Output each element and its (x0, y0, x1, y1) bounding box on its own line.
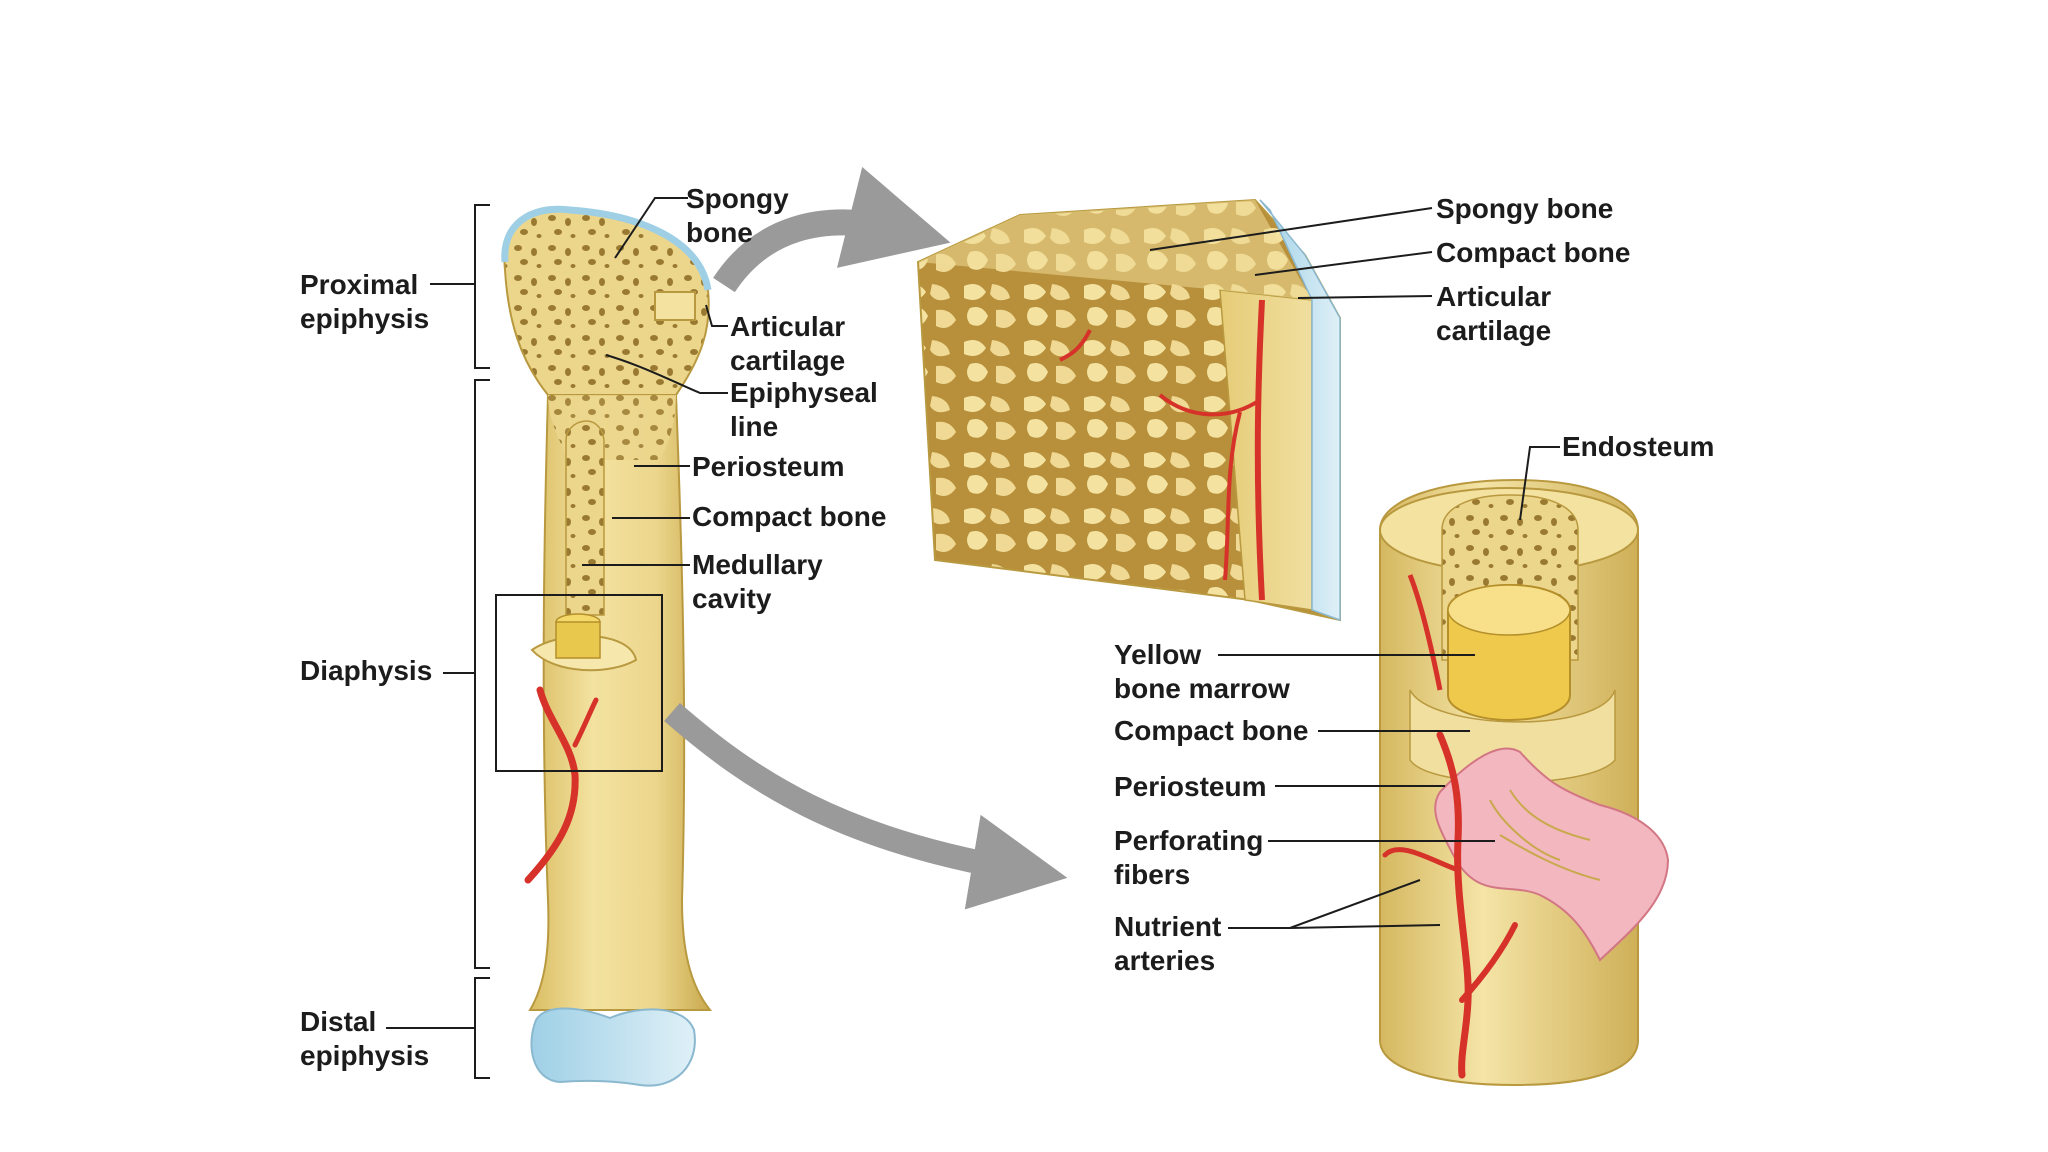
distal-cartilage (530, 1007, 696, 1087)
arrow-to-shaft-detail (664, 702, 1068, 910)
label-diaphysis: Diaphysis (300, 655, 433, 686)
label-periosteum-shaft: Periosteum (1114, 771, 1267, 802)
shaft-cylinder (1379, 478, 1670, 1087)
arrow-to-spongy-detail (713, 166, 951, 293)
long-bone (495, 205, 713, 1087)
label-compact-bone-shaft: Compact bone (1114, 715, 1309, 746)
periosteum-flap (1434, 747, 1670, 962)
spongy-bone-block (916, 198, 1341, 622)
label-compact-bone-detail: Compact bone (1436, 237, 1631, 268)
label-periosteum: Periosteum (692, 451, 845, 482)
right-top-leader-lines (1149, 207, 1433, 299)
medullary-cavity (565, 420, 605, 616)
proximal-cartilage (501, 205, 712, 291)
label-spongy-bone-detail: Spongy bone (1436, 193, 1614, 224)
nutrient-artery-right (1436, 731, 1472, 1079)
label-endosteum: Endosteum (1562, 431, 1715, 462)
left-leader-lines (582, 197, 728, 566)
nutrient-artery-left (524, 686, 579, 884)
right-bottom-leader-lines (1218, 446, 1560, 929)
bone-shaft (528, 394, 713, 1011)
region-brackets (386, 204, 490, 1079)
label-compact-bone: Compact bone (692, 501, 887, 532)
magnified-region-box (495, 594, 663, 772)
